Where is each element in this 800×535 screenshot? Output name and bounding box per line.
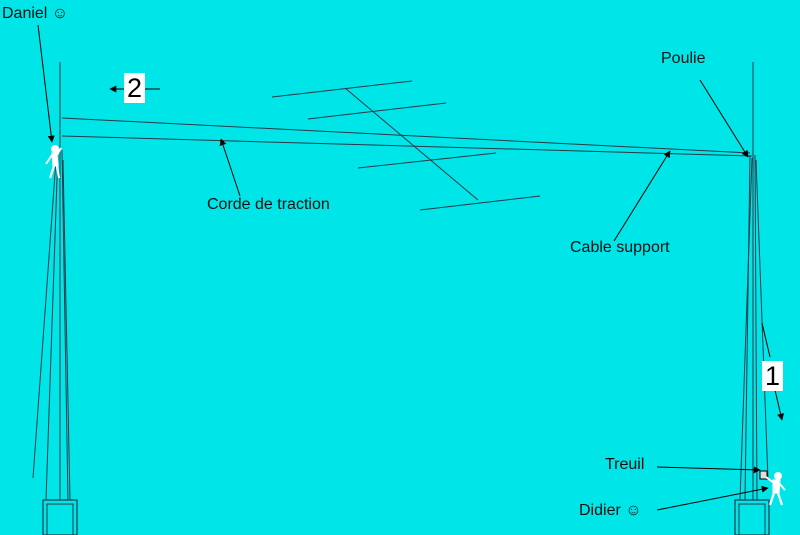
step1-arrow-up	[761, 322, 771, 358]
person-at-winch-icon	[765, 472, 786, 506]
poulie-label: Poulie	[661, 50, 706, 67]
didier-arrow	[656, 485, 769, 511]
traction-rope	[61, 135, 753, 157]
daniel-label: Daniel ☺	[2, 5, 69, 22]
step-1-marker: 1	[762, 361, 784, 391]
corde-arrow	[219, 138, 241, 197]
left-pole-base	[42, 499, 78, 535]
daniel-arrow	[37, 24, 55, 143]
poulie-arrow	[699, 79, 749, 158]
step-2-marker: 2	[124, 73, 146, 103]
treuil-arrow	[656, 466, 761, 474]
climbing-person-icon	[45, 145, 62, 179]
support-cable	[61, 117, 751, 154]
didier-label: Didier ☺	[579, 502, 642, 519]
antenna	[271, 80, 541, 211]
cable-arrow	[613, 150, 671, 242]
annotation-arrows	[37, 24, 784, 511]
right-pole-base	[734, 499, 770, 535]
winch-icon	[759, 470, 768, 480]
corde-label: Corde de traction	[207, 196, 330, 213]
cable-label: Cable support	[570, 239, 670, 256]
step1-arrow-down	[774, 389, 784, 421]
right-pole	[739, 62, 769, 501]
left-pole	[32, 62, 71, 501]
treuil-label: Treuil	[605, 456, 645, 473]
